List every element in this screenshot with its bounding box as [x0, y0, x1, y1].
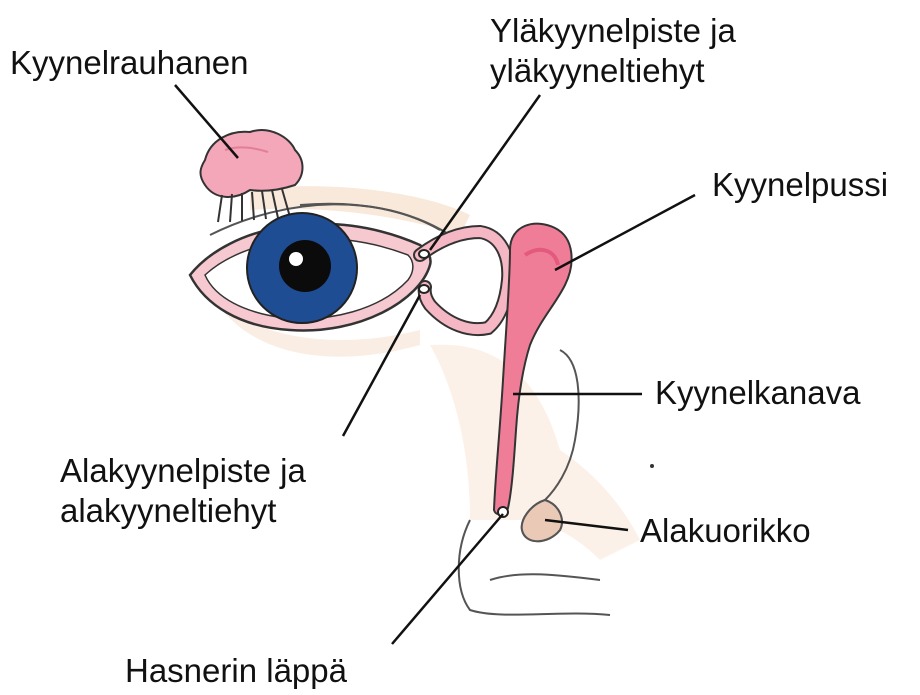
eye [190, 213, 431, 330]
label-inferior-concha: Alakuorikko [640, 512, 811, 550]
label-hasner-valve: Hasnerin läppä [125, 652, 347, 690]
label-nasolacrimal-duct: Kyynelkanava [655, 374, 860, 412]
leader-lacrimal-gland [175, 85, 238, 158]
upper-punctum [419, 250, 429, 258]
label-lower-punctum-line2: alakyyneltiehyt [60, 492, 276, 530]
leader-lacrimal-sac [555, 195, 695, 270]
lower-punctum [419, 285, 429, 293]
label-lacrimal-gland: Kyynelrauhanen [10, 44, 249, 82]
label-upper-punctum-line1: Yläkyynelpiste ja [490, 12, 736, 50]
pupil [279, 240, 331, 292]
label-lower-punctum-line1: Alakyynelpiste ja [60, 452, 306, 490]
dot-mark [650, 464, 654, 468]
label-upper-punctum-line2: yläkyyneltiehyt [490, 52, 705, 90]
label-lacrimal-sac: Kyynelpussi [712, 166, 888, 204]
leader-hasner-valve [392, 514, 503, 644]
